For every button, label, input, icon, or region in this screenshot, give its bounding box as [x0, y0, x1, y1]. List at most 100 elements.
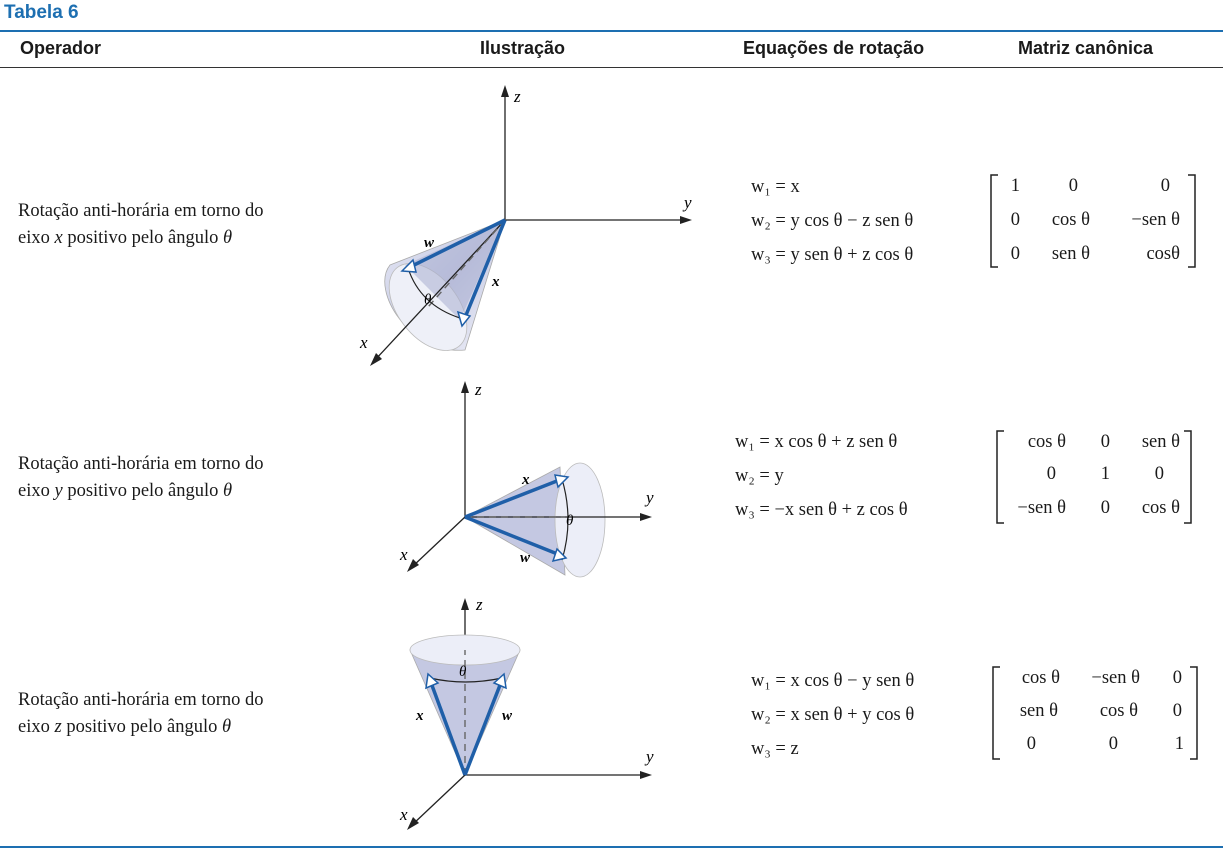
vector-x-label: x — [415, 708, 424, 724]
vector-w-label: w — [520, 550, 531, 566]
matrix-cell: −sen θ — [1091, 668, 1140, 688]
matrix-cell: −sen θ — [1131, 210, 1180, 230]
matrix-cell: −sen θ — [1017, 498, 1066, 518]
matrix-cell: 0 — [1068, 176, 1078, 196]
axis-x-label: x — [399, 545, 408, 564]
matrix-cell: 0 — [1108, 734, 1118, 754]
theta-label: θ — [566, 513, 574, 529]
operator-description-z: Rotação anti-horária em torno do eixo z … — [18, 687, 264, 741]
equation-w3: w₃ = y sen θ + z cos θ — [751, 245, 914, 265]
vector-x-label: x — [491, 274, 500, 290]
matrix-cell: 0 — [1100, 498, 1110, 518]
matrix-brackets — [990, 174, 1196, 268]
equation-w1: w₁ = x cos θ + z sen θ — [735, 432, 898, 452]
axis-x-label: x — [359, 333, 368, 352]
header-illustration: Ilustração — [480, 38, 566, 58]
equation-w2: w₂ = y cos θ − z sen θ — [751, 211, 914, 231]
matrix-cell: 0 — [1046, 464, 1056, 484]
operator-line1: Rotação anti-horária em torno do — [18, 201, 264, 221]
equation-w2: w₂ = y — [735, 466, 784, 486]
matrix-z: cos θ −sen θ 0 sen θ cos θ 0 0 0 1 — [990, 664, 1200, 764]
axis-y — [465, 771, 652, 779]
equation-w1: w₁ = x cos θ − y sen θ — [751, 671, 915, 691]
table-title: Tabela 6 — [4, 2, 79, 23]
matrix-x: 1 0 0 0 cos θ −sen θ 0 sen θ cosθ — [988, 172, 1200, 272]
equation-w2: w₂ = x sen θ + y cos θ — [751, 705, 915, 725]
matrix-cell: 1 — [1174, 734, 1184, 754]
operator-description-x: Rotação anti-horária em torno do eixo x … — [18, 198, 264, 252]
matrix-cell: cos θ — [1099, 701, 1138, 721]
operator-line2: eixo y positivo pelo ângulo θ — [18, 481, 233, 501]
vector-x-label: x — [521, 472, 530, 488]
equations-y: w₁ = x cos θ + z sen θ w₂ = y w₃ = −x se… — [735, 425, 908, 527]
illustration-x-rotation: z y x w x θ — [359, 85, 692, 366]
operator-line1: Rotação anti-horária em torno do — [18, 690, 264, 710]
axis-y — [505, 216, 692, 224]
matrix-y: cos θ 0 sen θ 0 1 0 −sen θ 0 cos θ — [994, 428, 1194, 528]
operator-description-y: Rotação anti-horária em torno do eixo y … — [18, 451, 264, 505]
cone-shape — [464, 462, 606, 578]
header-operator: Operador — [20, 38, 102, 58]
axis-y-label: y — [682, 193, 692, 212]
operator-line2: eixo x positivo pelo ângulo θ — [18, 228, 233, 248]
axis-x — [407, 516, 466, 572]
axis-x — [370, 219, 506, 366]
axis-x — [407, 774, 466, 830]
axis-x-label: x — [399, 805, 408, 824]
vector-w-label: w — [502, 708, 513, 724]
matrix-cell: 1 — [1100, 464, 1110, 484]
matrix-cell: sen θ — [1019, 701, 1058, 721]
matrix-cell: cos θ — [1021, 668, 1060, 688]
matrix-cell: 0 — [1010, 210, 1020, 230]
matrix-cell: cos θ — [1051, 210, 1090, 230]
matrix-cell: 0 — [1160, 176, 1170, 196]
angle-arc — [429, 677, 503, 683]
matrix-cell: 0 — [1026, 734, 1036, 754]
matrix-cell: sen θ — [1051, 244, 1090, 264]
matrix-cell: 0 — [1154, 464, 1164, 484]
vector-x — [456, 219, 507, 328]
equation-w1: w₁ = x — [751, 177, 800, 197]
axis-z — [461, 381, 469, 517]
bottom-rule — [0, 846, 1223, 848]
top-rule — [0, 30, 1223, 32]
matrix-cell: sen θ — [1141, 432, 1180, 452]
equation-w3: w₃ = z — [751, 739, 799, 759]
matrix-brackets — [996, 430, 1192, 524]
operator-line1: Rotação anti-horária em torno do — [18, 454, 264, 474]
axis-z-label: z — [474, 380, 482, 399]
theta-label: θ — [459, 664, 467, 680]
axis-y-label: y — [644, 747, 654, 766]
equations-x: w₁ = x w₂ = y cos θ − z sen θ w₃ = y sen… — [751, 170, 913, 272]
vector-w — [400, 218, 506, 273]
vector-x — [425, 672, 467, 776]
matrix-cell: cos θ — [1141, 498, 1180, 518]
angle-arc — [407, 267, 461, 319]
theta-label: θ — [424, 292, 432, 308]
header-rule — [0, 67, 1223, 68]
matrix-brackets — [992, 666, 1198, 760]
matrix-cell: 0 — [1172, 701, 1182, 721]
matrix-cell: 1 — [1010, 176, 1020, 196]
rotation-axis-dash — [427, 219, 506, 308]
header-equations: Equações de rotação — [743, 38, 925, 58]
operator-line2: eixo z positivo pelo ângulo θ — [18, 717, 232, 737]
angle-arc — [561, 478, 569, 561]
matrix-cell: cosθ — [1146, 244, 1180, 264]
vector-x — [464, 474, 570, 519]
illustration-z-rotation: z y x x w θ — [399, 595, 654, 830]
vector-w — [464, 515, 568, 563]
cone-shape — [409, 634, 521, 776]
equations-z: w₁ = x cos θ − y sen θ w₂ = x sen θ + y … — [751, 664, 914, 766]
matrix-cell: cos θ — [1027, 432, 1066, 452]
vector-w-label: w — [424, 235, 435, 251]
illustration-y-rotation: z y x x w θ — [399, 380, 654, 578]
vector-w — [463, 672, 507, 776]
matrix-cell: 0 — [1172, 668, 1182, 688]
axis-z — [501, 85, 509, 220]
axis-z-label: z — [475, 595, 483, 614]
matrix-cell: 0 — [1010, 244, 1020, 264]
axis-y-label: y — [644, 488, 654, 507]
equation-w3: w₃ = −x sen θ + z cos θ — [735, 500, 908, 520]
matrix-cell: 0 — [1100, 432, 1110, 452]
